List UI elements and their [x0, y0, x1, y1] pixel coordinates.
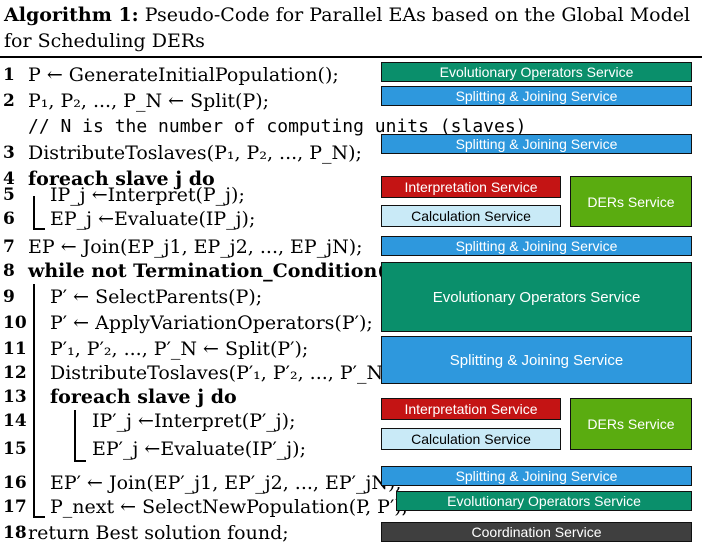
line-text: // N is the number of computing units (s… [28, 116, 527, 137]
splitting-joining-service-box: Splitting & Joining Service [381, 134, 692, 154]
line-number: 2 [3, 91, 15, 111]
calculation-service-box: Calculation Service [381, 428, 561, 450]
line-text: EP′_j ←Evaluate(IP′_j); [92, 438, 306, 460]
line-number: 15 [3, 439, 27, 459]
line-number: 8 [3, 261, 15, 281]
coordination-service-box: Coordination Service [381, 522, 692, 542]
line-text: DistributeToslaves(P₁, P₂, ..., P_N); [28, 142, 362, 164]
line-text: IP_j ←Interpret(P_j); [50, 184, 245, 206]
while-block-bar [33, 284, 35, 518]
line-number: 6 [3, 209, 15, 229]
line-number: 12 [3, 363, 27, 383]
line-text: P′₁, P′₂, ..., P′_N ← Split(P′); [50, 338, 309, 360]
while-block-end [33, 516, 45, 518]
ders-service-box: DERs Service [570, 176, 692, 227]
line-number: 13 [3, 387, 27, 407]
line-number: 11 [3, 339, 27, 359]
line-text: while not Termination_Condition() do [28, 260, 428, 282]
line-text: P′ ← ApplyVariationOperators(P′); [50, 312, 373, 334]
line-text: return Best solution found; [28, 522, 289, 544]
line-number: 17 [3, 497, 27, 517]
line-text: DistributeToslaves(P′₁, P′₂, ..., P′_N); [50, 362, 397, 384]
line-text: EP_j ←Evaluate(IP_j); [50, 208, 256, 230]
line-number: 9 [3, 287, 15, 307]
line-number: 5 [3, 185, 15, 205]
foreach-block-end [33, 228, 45, 230]
calculation-service-box: Calculation Service [381, 205, 561, 227]
ders-service-box: DERs Service [570, 398, 692, 450]
splitting-joining-service-box: Splitting & Joining Service [381, 236, 692, 256]
line-number: 16 [3, 473, 27, 493]
evolutionary-operators-service-box: Evolutionary Operators Service [396, 491, 692, 511]
inner-foreach-block-bar [74, 410, 76, 462]
line-text: P ← GenerateInitialPopulation(); [28, 64, 339, 86]
line-number: 14 [3, 411, 27, 431]
line-number: 7 [3, 237, 15, 257]
line-text: P′ ← SelectParents(P); [50, 286, 263, 308]
evolutionary-operators-service-box: Evolutionary Operators Service [381, 262, 692, 332]
line-text: foreach slave j do [50, 386, 237, 408]
algorithm-label: Algorithm 1: [4, 4, 139, 26]
line-number: 4 [3, 169, 15, 189]
interpretation-service-box: Interpretation Service [381, 176, 561, 198]
inner-foreach-block-end [74, 460, 86, 462]
splitting-joining-service-box: Splitting & Joining Service [381, 336, 692, 384]
evolutionary-operators-service-box: Evolutionary Operators Service [381, 62, 692, 82]
splitting-joining-service-box: Splitting & Joining Service [381, 466, 692, 486]
foreach-block-bar [33, 196, 35, 230]
line-number: 10 [3, 313, 27, 333]
line-text: IP′_j ←Interpret(P′_j); [92, 410, 296, 432]
interpretation-service-box: Interpretation Service [381, 398, 561, 420]
line-text: EP ← Join(EP_j1, EP_j2, ..., EP_jN); [28, 236, 363, 258]
line-number: 3 [3, 143, 15, 163]
line-text: EP′ ← Join(EP′_j1, EP′_j2, ..., EP′_jN); [50, 472, 402, 494]
algorithm-caption: Algorithm 1: Pseudo-Code for Parallel EA… [4, 2, 694, 54]
splitting-joining-service-box: Splitting & Joining Service [381, 86, 692, 106]
line-text: P_next ← SelectNewPopulation(P, P′); [50, 496, 409, 518]
line-text: P₁, P₂, ..., P_N ← Split(P); [28, 90, 270, 112]
caption-rule [0, 56, 702, 58]
line-number: 1 [3, 65, 15, 85]
algorithm-title: Pseudo-Code for Parallel EAs based on th… [4, 4, 691, 52]
line-text: foreach slave j do [28, 168, 215, 190]
line-number: 18 [3, 523, 27, 543]
